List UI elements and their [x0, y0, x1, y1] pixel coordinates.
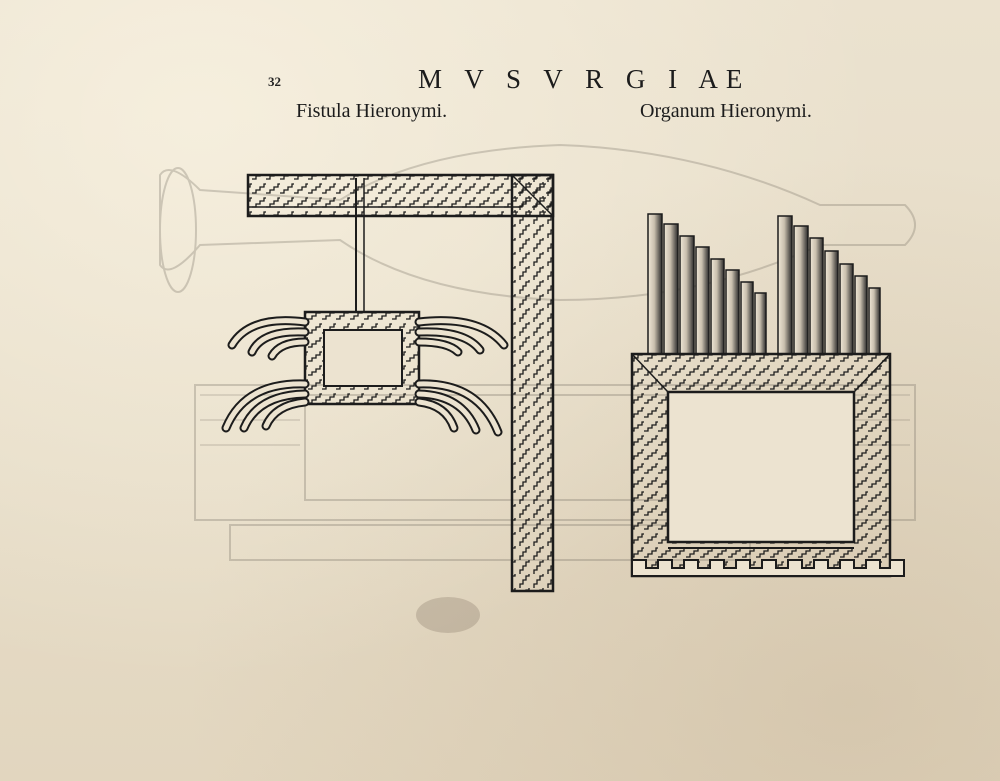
pipe-bank-right [777, 215, 881, 355]
page-number: 32 [268, 74, 281, 89]
paper-stain [416, 597, 480, 633]
running-head: M V S V R G I AE [418, 64, 751, 94]
caption-organum: Organum Hieronymi. [640, 100, 812, 122]
fistula-figure [221, 173, 555, 593]
crenellated-base [631, 559, 905, 577]
caption-fistula: Fistula Hieronymi. [296, 100, 448, 122]
pipe-bank-left [647, 213, 767, 355]
organum-figure [630, 213, 905, 578]
